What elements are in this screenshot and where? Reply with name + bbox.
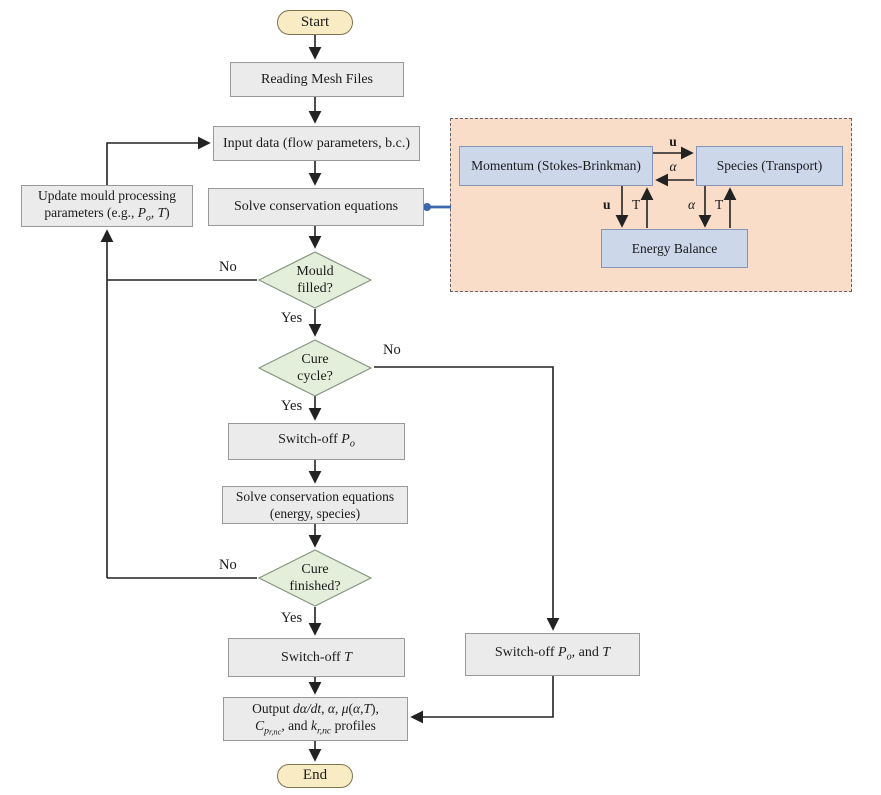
edge-update-to-input	[106, 136, 211, 185]
inset-node-momentum: Momentum (Stokes-Brinkman)	[459, 146, 653, 186]
edge-switchpot-to-output	[410, 676, 554, 724]
diamond-shape	[258, 549, 372, 607]
node-update-mould-line1: Update mould processing	[38, 187, 176, 203]
node-switch-off-po-label: Switch-off Po	[278, 432, 355, 450]
node-input-data: Input data (flow parameters, b.c.)	[213, 126, 420, 161]
node-end: End	[277, 764, 353, 788]
node-reading-mesh-files: Reading Mesh Files	[230, 62, 404, 97]
node-reading-mesh-label: Reading Mesh Files	[261, 71, 373, 87]
inset-label-u-right: u	[669, 134, 677, 149]
edge-label-mould-filled-no: No	[219, 259, 237, 275]
node-end-label: End	[302, 767, 328, 784]
inset-node-species: Species (Transport)	[696, 146, 843, 186]
node-start: Start	[277, 10, 353, 35]
node-update-mould-parameters: Update mould processing parameters (e.g.…	[21, 185, 193, 227]
node-output-profiles: Output dα/dt, α, μ(α,T), Cpr,nc, and kr,…	[223, 697, 408, 741]
node-switch-off-t-label: Switch-off T	[281, 649, 352, 665]
edge-label-cure-finished-yes: Yes	[281, 610, 303, 626]
edge-label-mould-filled-yes: Yes	[281, 310, 303, 326]
inset-label-t-up-momentum: T	[632, 197, 641, 212]
node-output-line1: Output dα/dt, α, μ(α,T),	[252, 700, 379, 716]
node-solve-energy-species: Solve conservation equations (energy, sp…	[222, 486, 408, 524]
node-output-line2: Cpr,nc, and kr,nc profiles	[255, 717, 376, 737]
inset-species-label: Species (Transport)	[716, 158, 823, 173]
node-solve-conservation: Solve conservation equations	[208, 188, 424, 226]
node-mould-filled-label: Mould filled?	[296, 263, 334, 296]
node-cure-cycle-label: Cure cycle?	[297, 351, 333, 384]
node-cure-cycle-decision: Cure cycle?	[258, 339, 372, 397]
node-input-data-label: Input data (flow parameters, b.c.)	[223, 135, 410, 151]
node-solve-energy-species-line2: (energy, species)	[269, 506, 361, 521]
inset-label-t-up-species: T	[715, 197, 724, 212]
node-switch-off-po: Switch-off Po	[228, 423, 405, 460]
edge-label-cure-finished-no: No	[219, 557, 237, 573]
node-solve-energy-species-line1: Solve conservation equations	[235, 488, 395, 504]
diamond-shape	[258, 251, 372, 309]
inset-label-alpha-left: α	[669, 159, 677, 174]
node-cure-finished-decision: Cure finished?	[258, 549, 372, 607]
node-mould-filled-decision: Mould filled?	[258, 251, 372, 309]
inset-label-u-down: u	[603, 197, 611, 212]
node-cure-finished-label: Cure finished?	[289, 561, 341, 594]
node-start-label: Start	[300, 13, 330, 30]
node-switch-off-po-and-t-label: Switch-off Po, and T	[494, 645, 611, 663]
node-switch-off-po-and-t: Switch-off Po, and T	[465, 633, 640, 676]
inset-energy-label: Energy Balance	[631, 240, 718, 256]
node-update-mould-line2: parameters (e.g., Po, T)	[44, 205, 170, 224]
inset-node-energy-balance: Energy Balance	[601, 229, 748, 268]
blue-connector	[423, 203, 451, 211]
node-switch-off-t: Switch-off T	[228, 638, 405, 677]
edge-label-cure-cycle-yes: Yes	[281, 398, 303, 414]
inset-momentum-label: Momentum (Stokes-Brinkman)	[471, 158, 641, 173]
inset-label-alpha-down: α	[688, 197, 696, 212]
edge-label-cure-cycle-no: No	[383, 342, 401, 358]
node-solve-conservation-label: Solve conservation equations	[233, 199, 399, 215]
